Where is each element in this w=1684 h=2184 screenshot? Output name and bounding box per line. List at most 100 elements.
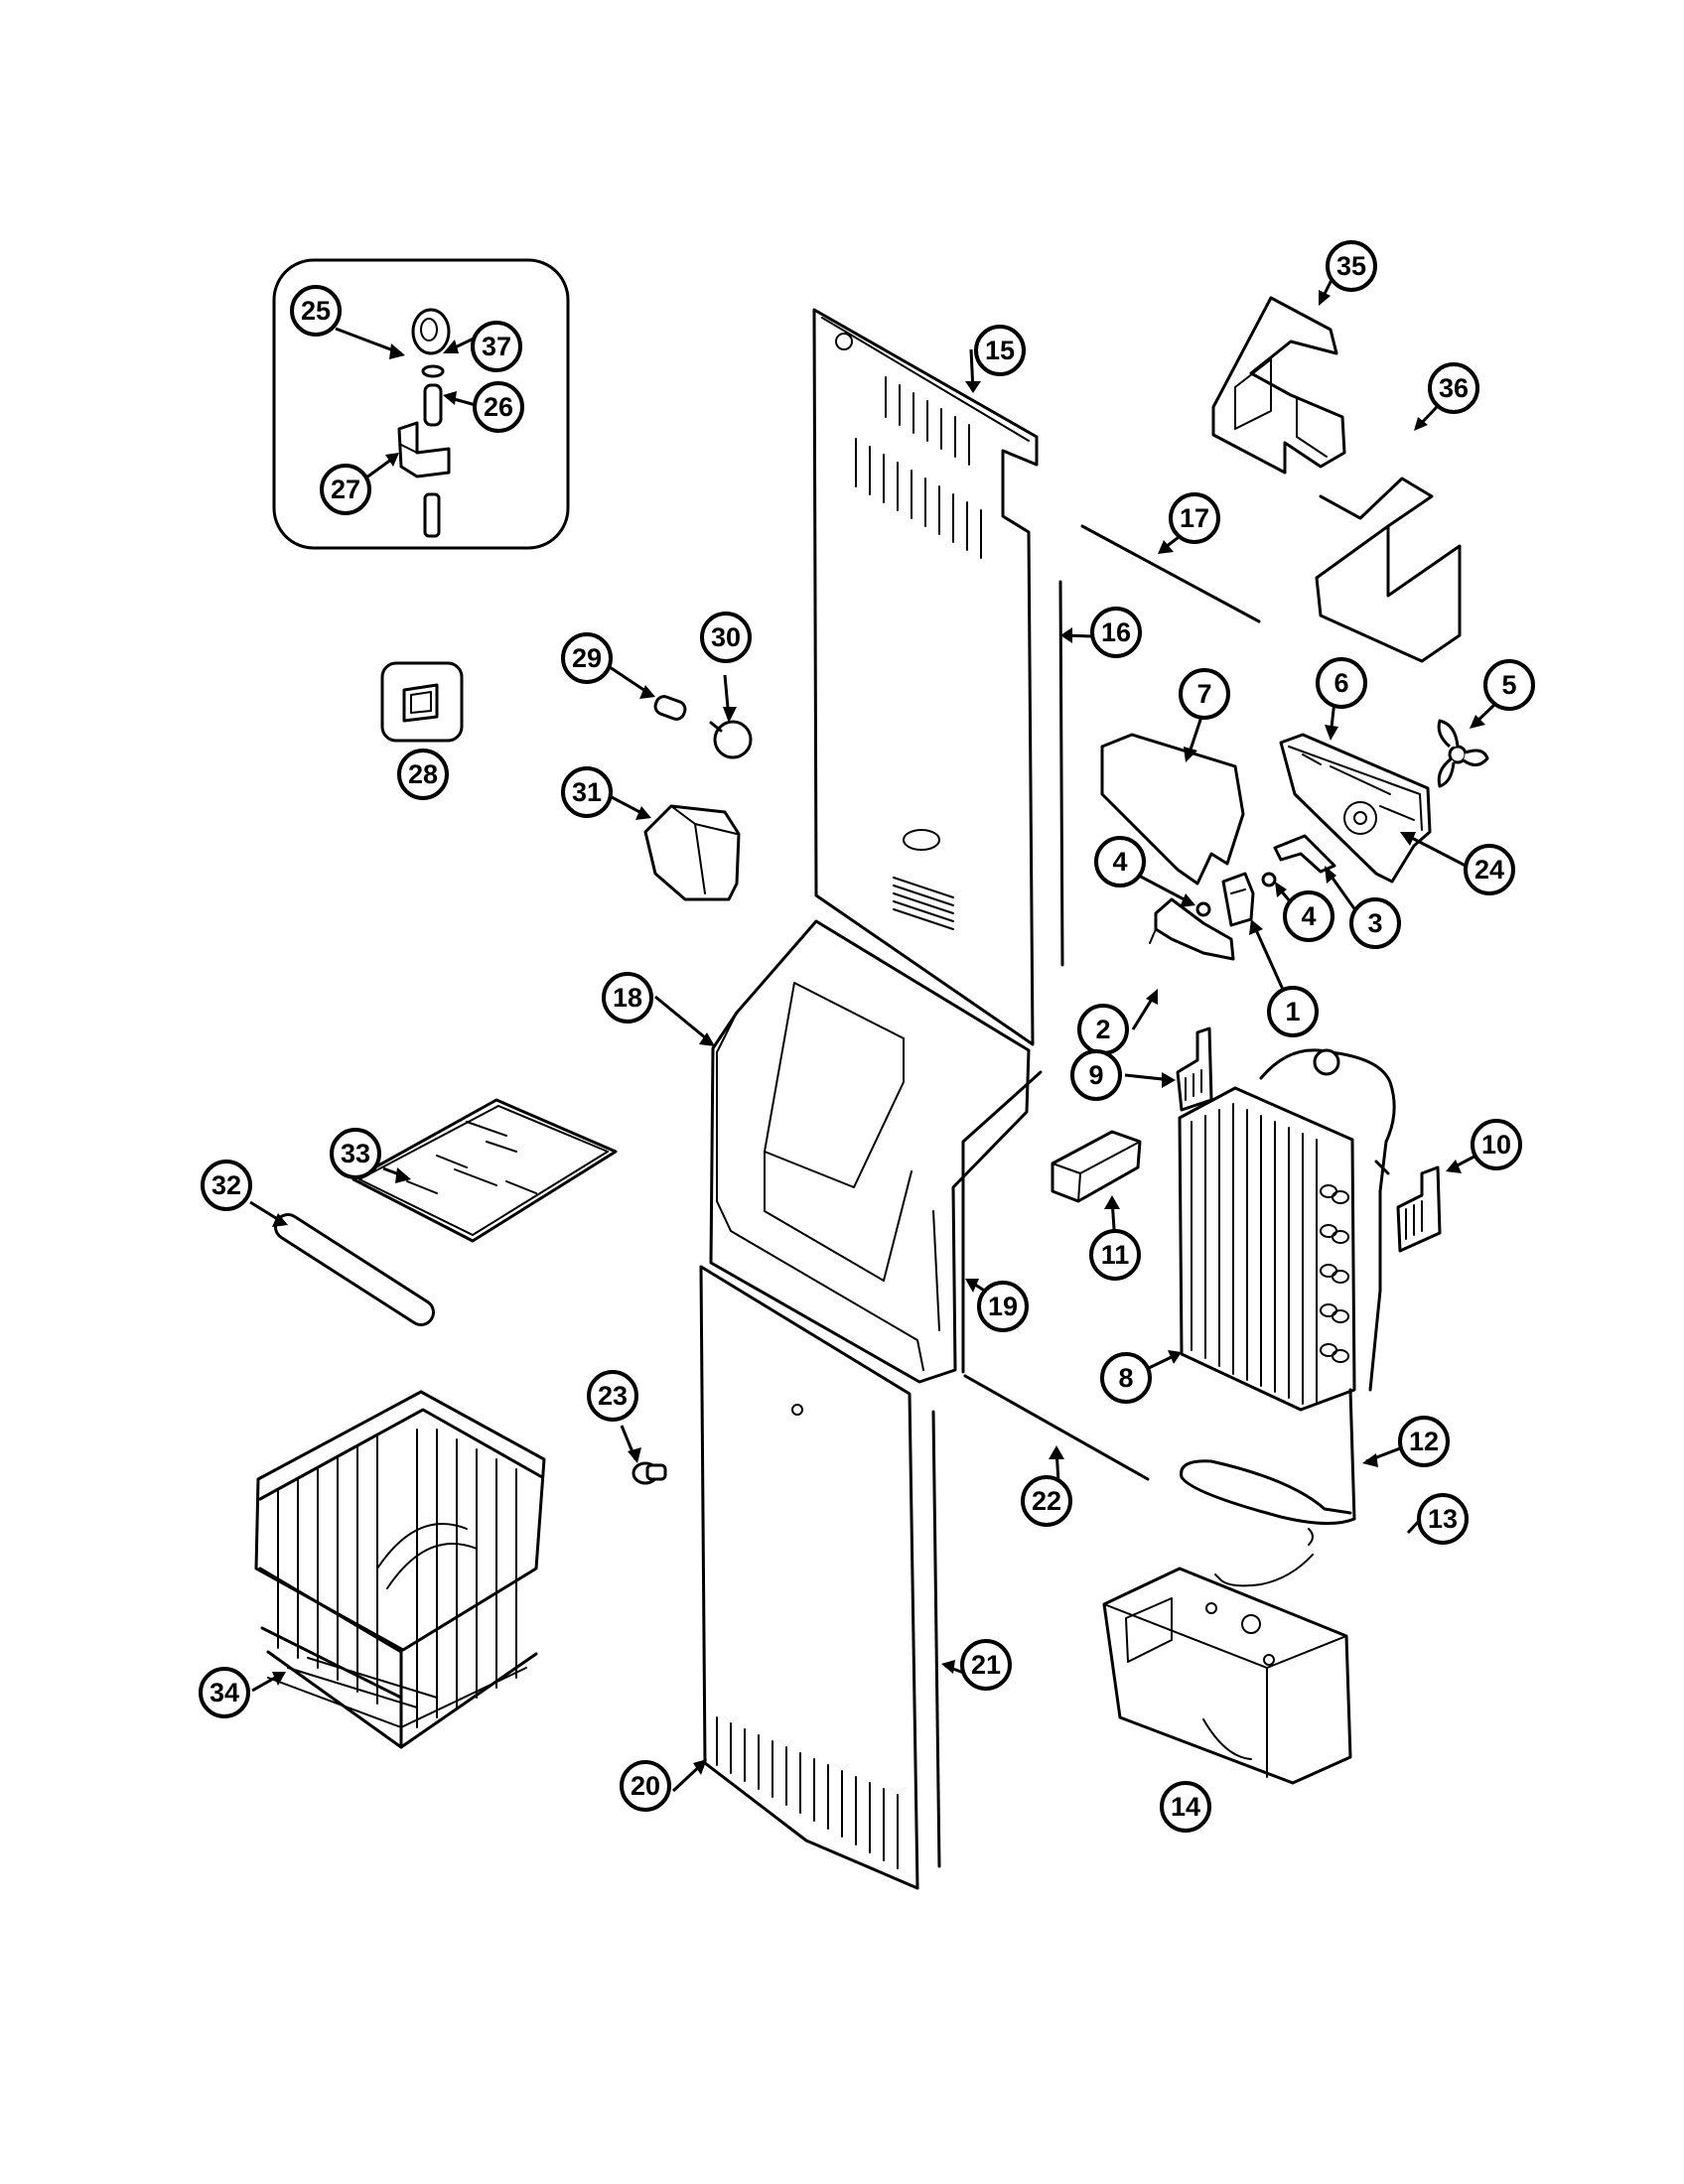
svg-text:6: 6 xyxy=(1333,668,1348,698)
strip-22 xyxy=(963,1374,1150,1481)
callout-31: 31 xyxy=(561,766,613,818)
callout-24: 24 xyxy=(1464,844,1515,895)
callout-20: 20 xyxy=(620,1760,671,1812)
bulb-30 xyxy=(709,720,753,759)
callout-22: 22 xyxy=(1021,1475,1072,1527)
block-11 xyxy=(1051,1130,1142,1203)
callout-23: 23 xyxy=(587,1370,638,1422)
callout-5: 5 xyxy=(1483,659,1535,711)
socket-29 xyxy=(653,695,687,721)
callout-29: 29 xyxy=(561,632,613,684)
callout-30: 30 xyxy=(700,612,752,663)
callout-25: 25 xyxy=(290,285,342,337)
svg-text:37: 37 xyxy=(482,332,511,361)
bracket-2 xyxy=(1149,897,1235,961)
panel-15 xyxy=(812,308,1039,1046)
basket-34 xyxy=(254,1390,546,1749)
panel-20 xyxy=(699,1265,919,1890)
svg-text:13: 13 xyxy=(1428,1504,1458,1534)
svg-text:29: 29 xyxy=(572,643,602,673)
svg-text:8: 8 xyxy=(1118,1363,1133,1393)
svg-text:9: 9 xyxy=(1088,1060,1103,1090)
heater-12 xyxy=(1180,1388,1356,1526)
svg-text:36: 36 xyxy=(1439,373,1469,403)
svg-text:35: 35 xyxy=(1336,251,1366,281)
callout-35: 35 xyxy=(1326,240,1377,292)
svg-text:28: 28 xyxy=(408,759,438,789)
callout-7: 7 xyxy=(1179,668,1230,720)
callout-34: 34 xyxy=(199,1667,250,1718)
callout-2: 2 xyxy=(1077,1004,1129,1055)
svg-text:18: 18 xyxy=(613,983,642,1013)
callout-27: 27 xyxy=(320,464,371,515)
clip-13 xyxy=(1214,1528,1314,1587)
callout-33: 33 xyxy=(330,1128,381,1179)
evaporator-8 xyxy=(1178,1048,1396,1412)
callout-28: 28 xyxy=(397,749,449,800)
svg-text:14: 14 xyxy=(1171,1792,1200,1822)
callout-37: 37 xyxy=(471,321,522,372)
screw-4b xyxy=(1261,872,1277,887)
svg-text:26: 26 xyxy=(484,392,513,422)
svg-text:25: 25 xyxy=(301,296,331,326)
svg-text:33: 33 xyxy=(341,1139,370,1168)
strip-17 xyxy=(1080,524,1261,623)
callout-4b: 4 xyxy=(1283,890,1334,942)
strip-16 xyxy=(1058,580,1064,967)
svg-text:3: 3 xyxy=(1367,908,1382,938)
callout-26: 26 xyxy=(473,381,524,433)
screw-4a xyxy=(1195,901,1211,917)
svg-text:34: 34 xyxy=(210,1678,239,1707)
fan-blade-5 xyxy=(1437,719,1489,788)
svg-text:22: 22 xyxy=(1032,1486,1061,1516)
shelf-33 xyxy=(351,1098,618,1243)
svg-text:30: 30 xyxy=(711,622,741,652)
bracket-10 xyxy=(1396,1165,1442,1253)
svg-text:27: 27 xyxy=(331,475,360,504)
svg-text:23: 23 xyxy=(598,1381,628,1411)
bracket-9 xyxy=(1176,1026,1213,1112)
light-cover-31 xyxy=(643,804,741,901)
svg-text:31: 31 xyxy=(572,777,602,807)
strip-21 xyxy=(931,1410,941,1868)
svg-text:21: 21 xyxy=(971,1650,1001,1680)
callout-8: 8 xyxy=(1100,1352,1152,1404)
loop-36 xyxy=(1315,477,1462,663)
callout-16: 16 xyxy=(1090,607,1142,658)
svg-text:32: 32 xyxy=(211,1170,241,1200)
svg-text:20: 20 xyxy=(631,1771,660,1801)
svg-text:5: 5 xyxy=(1501,670,1516,700)
svg-text:4: 4 xyxy=(1301,901,1316,931)
fan-housing-6 xyxy=(1279,733,1432,884)
callouts: 25 37 26 27 28 29 30 31 15 16 17 35 36 7… xyxy=(199,240,1535,1833)
svg-text:11: 11 xyxy=(1101,1240,1130,1270)
callout-3: 3 xyxy=(1349,897,1401,949)
svg-text:17: 17 xyxy=(1180,503,1209,533)
svg-text:1: 1 xyxy=(1285,997,1300,1026)
callout-10: 10 xyxy=(1471,1119,1522,1170)
callout-4a: 4 xyxy=(1094,836,1146,887)
switch-28 xyxy=(380,661,464,743)
callout-21: 21 xyxy=(960,1639,1012,1691)
svg-text:16: 16 xyxy=(1101,617,1131,647)
callout-12: 12 xyxy=(1398,1416,1450,1467)
svg-text:7: 7 xyxy=(1196,679,1211,709)
callout-15: 15 xyxy=(974,325,1026,376)
strip-19 xyxy=(961,1070,1043,1374)
tube-32 xyxy=(274,1213,435,1326)
bracket-35 xyxy=(1211,296,1346,475)
svg-text:2: 2 xyxy=(1095,1015,1110,1044)
callout-11: 11 xyxy=(1089,1229,1141,1281)
plug-23 xyxy=(632,1461,667,1485)
svg-text:10: 10 xyxy=(1481,1130,1511,1160)
svg-text:19: 19 xyxy=(988,1292,1018,1321)
inset-box xyxy=(272,258,570,550)
callout-19: 19 xyxy=(977,1281,1029,1332)
callout-17: 17 xyxy=(1169,492,1220,544)
thermostat-1 xyxy=(1221,872,1255,927)
callout-1: 1 xyxy=(1267,986,1319,1037)
callout-6: 6 xyxy=(1316,657,1367,709)
callout-14: 14 xyxy=(1160,1781,1211,1833)
callout-32: 32 xyxy=(201,1160,252,1211)
